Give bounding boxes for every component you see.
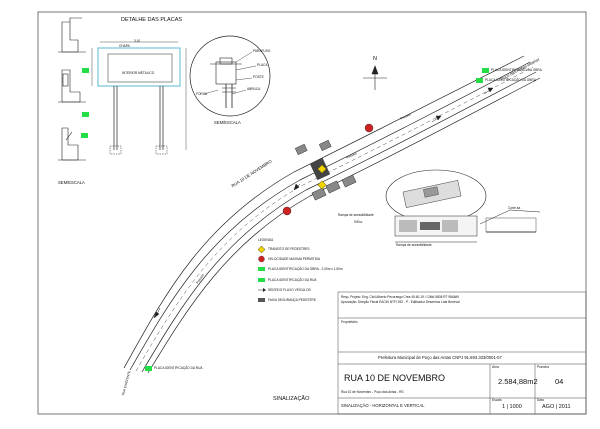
scale-value: 1 | 1000 [502, 404, 522, 410]
legend-symbols [257, 245, 266, 302]
plate-text: INTERIOR METALICO [122, 71, 155, 75]
green-mark-3 [81, 133, 88, 138]
legend-title: LEGENDA [258, 238, 274, 242]
area-label: Área [492, 365, 499, 369]
post-profile-drawings [58, 17, 86, 161]
plate-label: CHAPA [119, 44, 130, 48]
legend-item-5: SENTIDO FLUXO VEÍCULOS [268, 288, 311, 292]
north-arrow-icon [363, 65, 387, 90]
legend-item-6: FAIXA SEGURANÇA PEDESTRE [268, 298, 316, 302]
flow-arrows [153, 87, 494, 319]
legend-item-1: TRANSITO DE PEDESTRES [268, 247, 310, 251]
street-outline [123, 55, 541, 374]
ramp-detail [385, 169, 541, 243]
support-label-3: POSTE [253, 75, 264, 79]
owner-label: Proprietário [341, 320, 358, 324]
scale-label: Escala [492, 398, 502, 402]
support-label-2: PLACA [257, 63, 268, 67]
drawing-title: SINALIZAÇÃO - HORIZONTAL E VERTICAL [341, 403, 425, 408]
project-title: RUA 10 DE NOVEMBRO [344, 373, 446, 383]
ramp-bottom-label: Rampa de acessibilidade [396, 243, 432, 247]
plate-top-a-label: PLACA IDENTIFICAÇÃO DA OBRA [491, 68, 542, 72]
date-label: Data [537, 398, 544, 402]
bolt-detail-circle [189, 35, 271, 117]
support-label-5: FORCA [196, 92, 208, 96]
sheet-label: Prancha [537, 365, 549, 369]
green-mark-2 [82, 112, 89, 117]
left-scale-label: SEM/ESCALA [58, 180, 85, 185]
responsible-text: Resp. Projeto: Eng. Civil Alberto Pecora… [341, 295, 459, 299]
cross-section-label: Corte aa [508, 206, 521, 210]
ramp-label: Rampa de acessibilidade [338, 213, 374, 217]
green-mark-1 [82, 68, 89, 73]
sheet-number: 04 [555, 377, 564, 386]
plate-top-b-label: PLACA IDENTIFICAÇÃO DA OBRA [485, 78, 536, 82]
owner-text: Prefeitura Municipal de Poço das Antas C… [378, 355, 502, 360]
area-value: 2.584,88m2 [498, 377, 538, 386]
support-label-4: ABRUCA [247, 87, 261, 91]
legend-item-3: PLACA IDENTIFICAÇÃO DA OBRA - 2,00m x 1,… [268, 267, 343, 271]
approval-text: Aprovação: Direção Fiscal EACIN NTFI 392… [341, 300, 460, 304]
sheet-border [37, 11, 587, 415]
legend-item-4: PLACA IDENTIFICAÇÃO DA RUA [268, 278, 317, 282]
title-block [337, 291, 587, 415]
plate-bottom-label: PLACA IDENTIFICAÇÃO DA RUA [154, 366, 203, 370]
crosswalk-zebras [294, 139, 357, 201]
ramp-scale: S/Esc [354, 220, 363, 224]
legend-item-2: VELOCIDADE MAXIMA PERMITIDA [268, 257, 321, 261]
date-value: AGO | 2011 [542, 404, 571, 410]
support-label-1: PARAFUSO [253, 49, 271, 53]
circle-scale-label: SEM/ESCALA [214, 120, 241, 125]
map-signs [145, 68, 489, 371]
plate-elevation [91, 41, 187, 155]
bottom-caption: SINALIZAÇÃO [273, 396, 310, 402]
location-text: Rua 10 de Novembro - Poço das Antas - RS [341, 390, 404, 394]
street-centerline [135, 66, 534, 372]
detail-title: DETALHE DAS PLACAS [121, 17, 183, 23]
plate-size: 3,10 [134, 39, 141, 43]
north-label: N [373, 56, 377, 62]
